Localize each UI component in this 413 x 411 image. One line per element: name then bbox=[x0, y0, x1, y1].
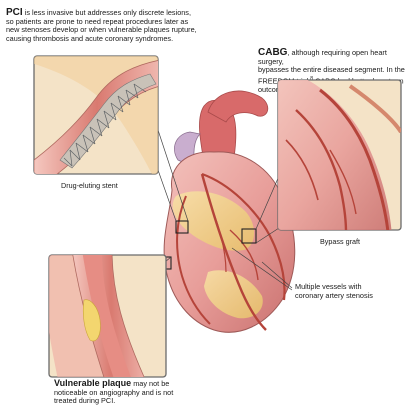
heart-illustration bbox=[159, 91, 295, 332]
plaque-line-3: treated during PCI. bbox=[54, 396, 115, 405]
stenosis-caption: Multiple vessels with coronary artery st… bbox=[295, 283, 405, 300]
stenosis-line-2: coronary artery stenosis bbox=[295, 291, 373, 300]
plaque-note: Vulnerable plaque may not be noticeable … bbox=[54, 379, 214, 406]
bypass-caption: Bypass graft bbox=[320, 237, 360, 246]
plaque-lead: Vulnerable plaque bbox=[54, 378, 131, 388]
stent-caption: Drug-eluting stent bbox=[61, 181, 118, 190]
